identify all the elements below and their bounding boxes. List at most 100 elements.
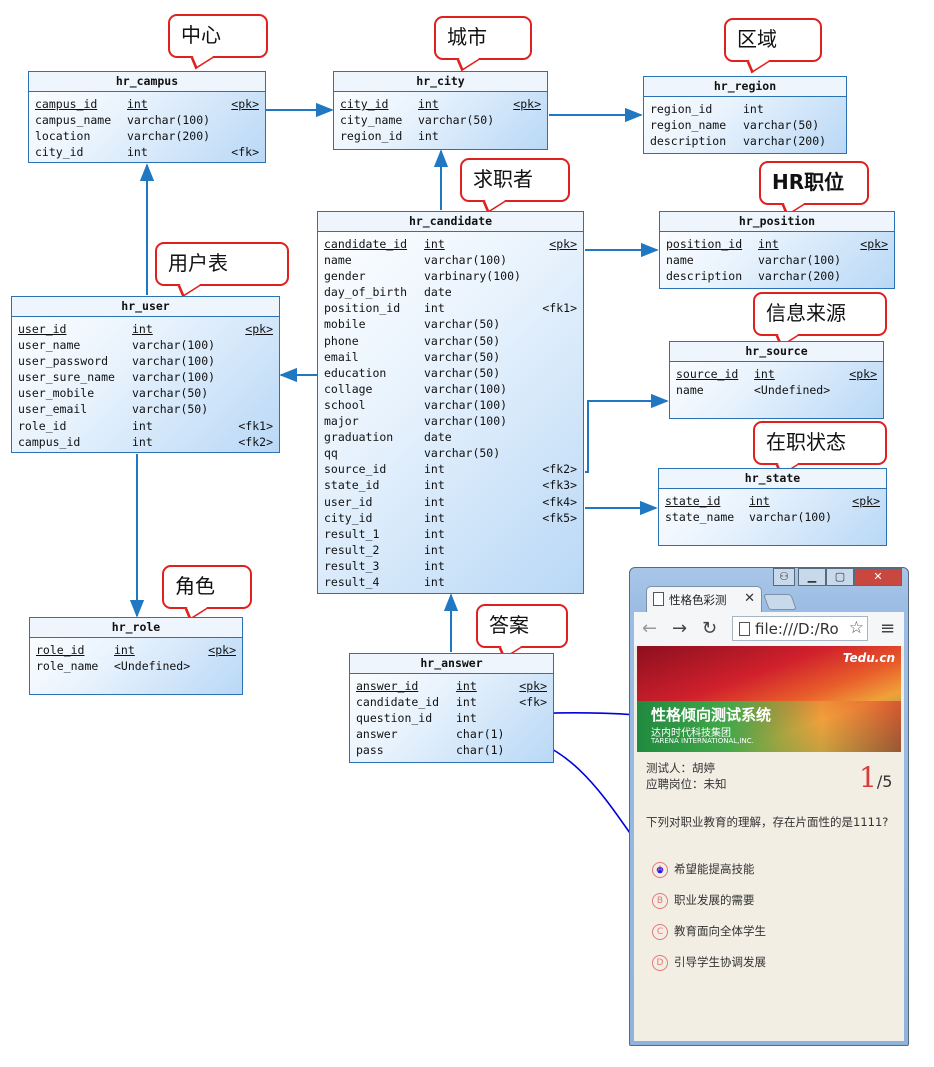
callout-role: 角色 bbox=[162, 565, 252, 609]
column-type: int bbox=[754, 367, 775, 381]
back-icon[interactable]: ← bbox=[642, 618, 658, 639]
address-bar[interactable]: file:///D:/Ro ☆ bbox=[732, 616, 868, 641]
column-type: varchar(50) bbox=[132, 402, 209, 417]
address-text: file:///D:/Ro bbox=[755, 620, 839, 638]
column-key: <pk> bbox=[549, 237, 577, 251]
column-name: answer_id bbox=[356, 679, 419, 693]
option-a-label: 希望能提高技能 bbox=[674, 862, 755, 876]
option-d[interactable]: D 引导学生协调发展 bbox=[652, 954, 766, 971]
column-name: day_of_birth bbox=[324, 285, 408, 300]
column-name: graduation bbox=[324, 430, 394, 445]
position-label: 应聘岗位：未知 bbox=[646, 777, 727, 791]
minimize-button[interactable]: ▁ bbox=[798, 568, 826, 586]
option-b-radio[interactable]: B bbox=[652, 892, 668, 909]
option-c-radio[interactable]: C bbox=[652, 923, 668, 940]
reload-icon[interactable]: ↻ bbox=[702, 618, 718, 639]
option-d-radio[interactable]: D bbox=[652, 954, 668, 971]
column-type: int bbox=[424, 574, 445, 589]
close-window-button[interactable]: ✕ bbox=[854, 568, 902, 586]
column-type: int bbox=[127, 145, 148, 160]
maximize-button[interactable]: ▢ bbox=[826, 568, 854, 586]
column-type: varchar(50) bbox=[424, 317, 501, 332]
tester-label: 测试人：胡婷 bbox=[646, 761, 715, 775]
column-type: <Undefined> bbox=[754, 383, 831, 398]
column-row: user_sure_name varchar(100) bbox=[18, 369, 273, 385]
column-type: varchar(100) bbox=[132, 354, 216, 369]
column-name: state_id bbox=[324, 478, 380, 493]
callout-user: 用户表 bbox=[155, 242, 289, 286]
column-type: int bbox=[127, 97, 148, 111]
column-name: mobile bbox=[324, 317, 366, 332]
column-name: candidate_id bbox=[356, 695, 440, 710]
column-type: varchar(100) bbox=[758, 253, 842, 268]
column-type: int bbox=[132, 434, 153, 449]
tab-active[interactable]: 性格色彩测 ✕ bbox=[646, 586, 762, 613]
column-type: int bbox=[132, 418, 153, 433]
new-tab-button[interactable] bbox=[763, 594, 797, 610]
column-name: qq bbox=[324, 446, 338, 461]
column-type: varchar(100) bbox=[424, 253, 508, 268]
user-icon[interactable]: ⚇ bbox=[773, 568, 795, 586]
column-key: <fk2> bbox=[238, 434, 273, 449]
column-type: varchar(50) bbox=[424, 333, 501, 348]
banner-title: 性格倾向测试系统 bbox=[651, 706, 772, 724]
column-key: <fk4> bbox=[542, 494, 577, 509]
column-row: role_name<Undefined> bbox=[36, 658, 236, 674]
column-key: <fk1> bbox=[238, 418, 273, 433]
star-icon[interactable]: ☆ bbox=[848, 618, 864, 638]
column-name: region_id bbox=[650, 102, 713, 116]
candidate-to-source-link bbox=[585, 393, 669, 473]
column-type: varchar(100) bbox=[132, 370, 216, 385]
menu-icon[interactable]: ≡ bbox=[880, 618, 896, 639]
column-type: int bbox=[424, 237, 445, 251]
column-name: name bbox=[324, 253, 352, 268]
column-name: user_sure_name bbox=[18, 370, 115, 385]
callout-state: 在职状态 bbox=[753, 421, 887, 465]
column-type: int bbox=[114, 643, 135, 657]
column-key: <fk> bbox=[231, 145, 259, 160]
column-name: city_id bbox=[340, 97, 389, 111]
option-d-label: 引导学生协调发展 bbox=[674, 955, 766, 969]
table-title: hr_source bbox=[670, 342, 883, 362]
column-name: region_name bbox=[650, 118, 727, 133]
banner-subtitle: 达内时代科技集团 bbox=[651, 728, 731, 739]
tab-close-icon[interactable]: ✕ bbox=[744, 591, 755, 606]
column-type: varchar(100) bbox=[127, 113, 211, 128]
column-name: user_mobile bbox=[18, 386, 95, 401]
column-type: varchar(100) bbox=[424, 414, 508, 429]
column-type: int bbox=[456, 679, 477, 693]
forward-icon[interactable]: → bbox=[672, 618, 688, 639]
option-a[interactable]: A 希望能提高技能 bbox=[652, 861, 755, 878]
column-type: int bbox=[743, 102, 764, 116]
column-key: <pk> bbox=[245, 322, 273, 336]
column-name: source_id bbox=[676, 367, 739, 381]
column-name: city_name bbox=[340, 113, 403, 128]
option-a-radio[interactable]: A bbox=[652, 861, 668, 878]
